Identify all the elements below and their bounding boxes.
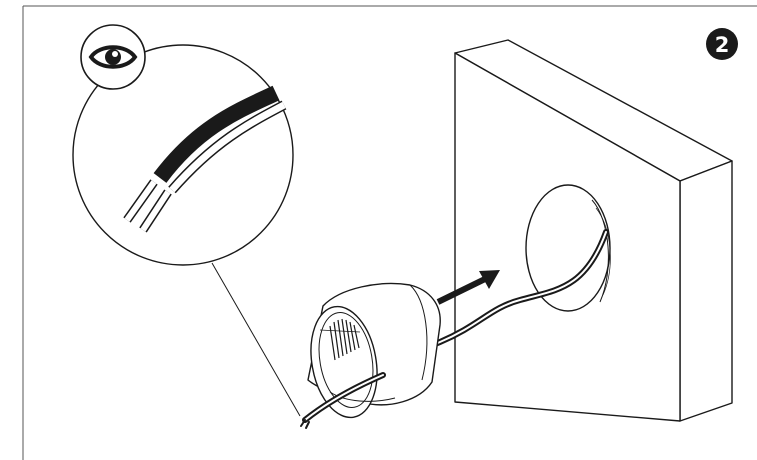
eye-icon <box>80 24 146 90</box>
step-badge: 2 <box>706 28 738 60</box>
cable-end <box>300 372 386 429</box>
frame <box>22 5 757 460</box>
coil-windings <box>329 318 360 361</box>
direction-arrow-icon <box>436 270 500 305</box>
detail-cable <box>123 85 287 233</box>
cable-coil <box>307 282 441 419</box>
detail-view <box>72 44 294 266</box>
wall-hole <box>525 184 611 312</box>
wall-side-face <box>679 160 733 422</box>
step-number: 2 <box>715 33 730 57</box>
detail-leader-line <box>211 262 301 417</box>
